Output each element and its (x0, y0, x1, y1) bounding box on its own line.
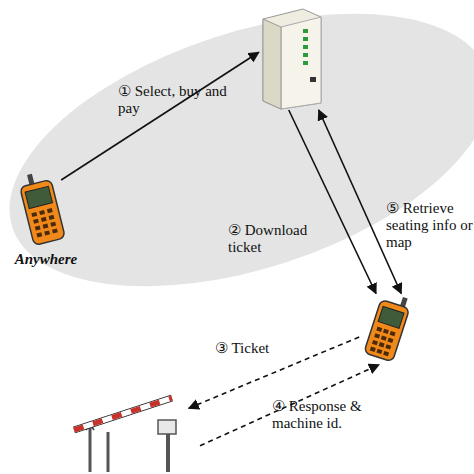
zone-ellipse (0, 0, 474, 339)
edge-label: ① Select, buy and pay (118, 83, 228, 117)
edge-label: ② Download ticket (228, 222, 323, 256)
edge-label: ④ Response & machine id. (272, 398, 392, 432)
edge-label: ⑤ Retrieve seating info or map (386, 200, 474, 251)
server-symbol (255, 5, 330, 110)
phone-symbol (14, 170, 74, 250)
gate-barrier-symbol (60, 380, 200, 474)
phone-symbol (358, 292, 418, 367)
phone-node (358, 292, 418, 367)
dashed-arrow (200, 365, 379, 446)
solid-arrow (61, 52, 259, 180)
dashed-arrow (189, 337, 359, 408)
solid-arrow (289, 110, 376, 294)
edge-label: ③ Ticket (215, 340, 305, 357)
gate-node (60, 380, 200, 474)
solid-arrow (319, 110, 401, 294)
server-node (255, 5, 330, 110)
phone-node: Anywhere (8, 168, 84, 268)
node-label: Anywhere (8, 251, 84, 268)
